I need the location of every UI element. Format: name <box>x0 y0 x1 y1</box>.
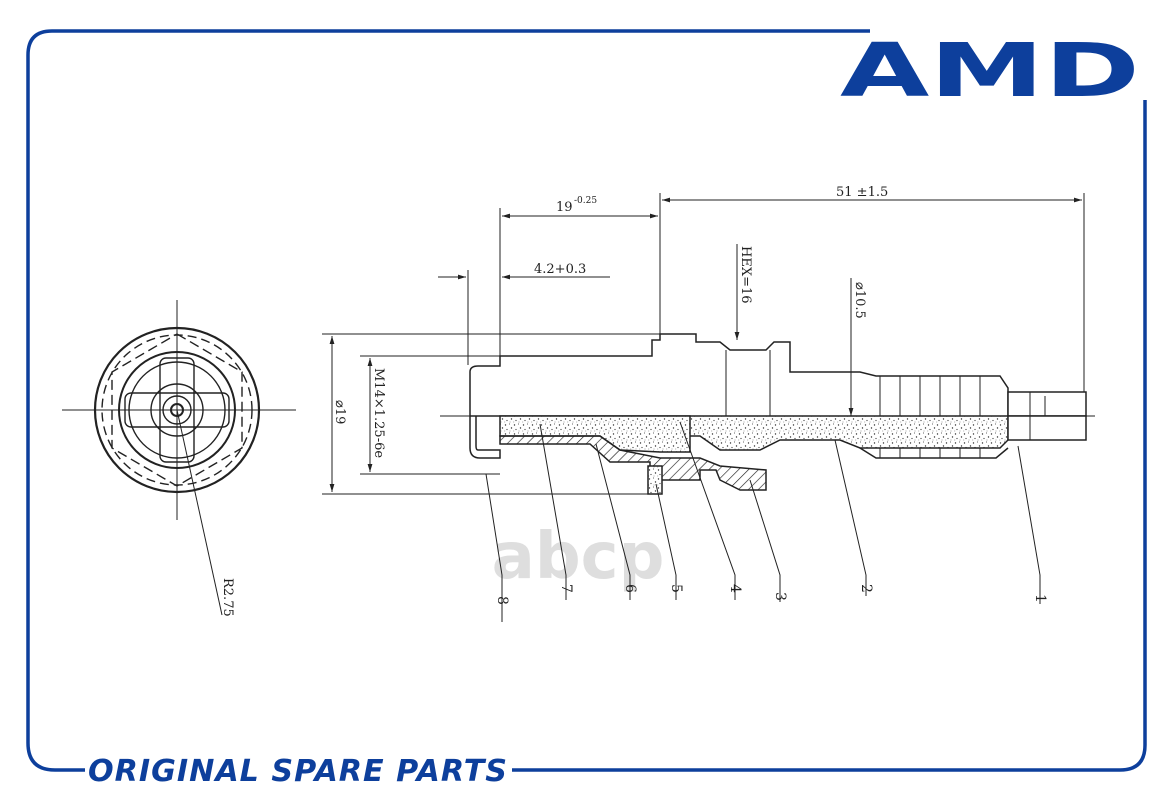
overall-length-label: 51 ±1.5 <box>836 185 888 200</box>
callout-6: 6 <box>622 584 638 593</box>
side-view <box>440 333 1095 495</box>
amd-logo: AMD <box>840 28 1140 114</box>
callout-7: 7 <box>558 584 574 593</box>
callout-2: 2 <box>858 584 874 593</box>
dimension-lines <box>322 193 1085 495</box>
end-view <box>62 300 296 616</box>
hex-to-seat-tolerance: -0.25 <box>574 196 597 206</box>
callout-8: 8 <box>494 596 510 605</box>
footer-tagline: ORIGINAL SPARE PARTS <box>88 754 508 789</box>
blue-border-frame <box>26 29 1147 772</box>
radius-label: R2.75 <box>220 578 235 617</box>
thread-spec-label: M14×1.25-6e <box>371 368 386 458</box>
watermark-text: abcp <box>492 520 665 594</box>
callout-1: 1 <box>1032 594 1048 603</box>
callout-3: 3 <box>772 592 788 601</box>
callout-leaders <box>485 421 1041 622</box>
hex-to-seat-label: 19 <box>556 200 573 215</box>
callout-5: 5 <box>668 584 684 593</box>
seat-diameter-label: ⌀19 <box>332 400 347 424</box>
callout-4: 4 <box>727 584 743 593</box>
hex-size-label: HEX=16 <box>738 246 753 304</box>
gap-length-label: 4.2+0.3 <box>534 262 586 277</box>
svg-text:AMD: AMD <box>840 28 1140 114</box>
thread-diameter-label: ⌀10.5 <box>852 282 867 319</box>
